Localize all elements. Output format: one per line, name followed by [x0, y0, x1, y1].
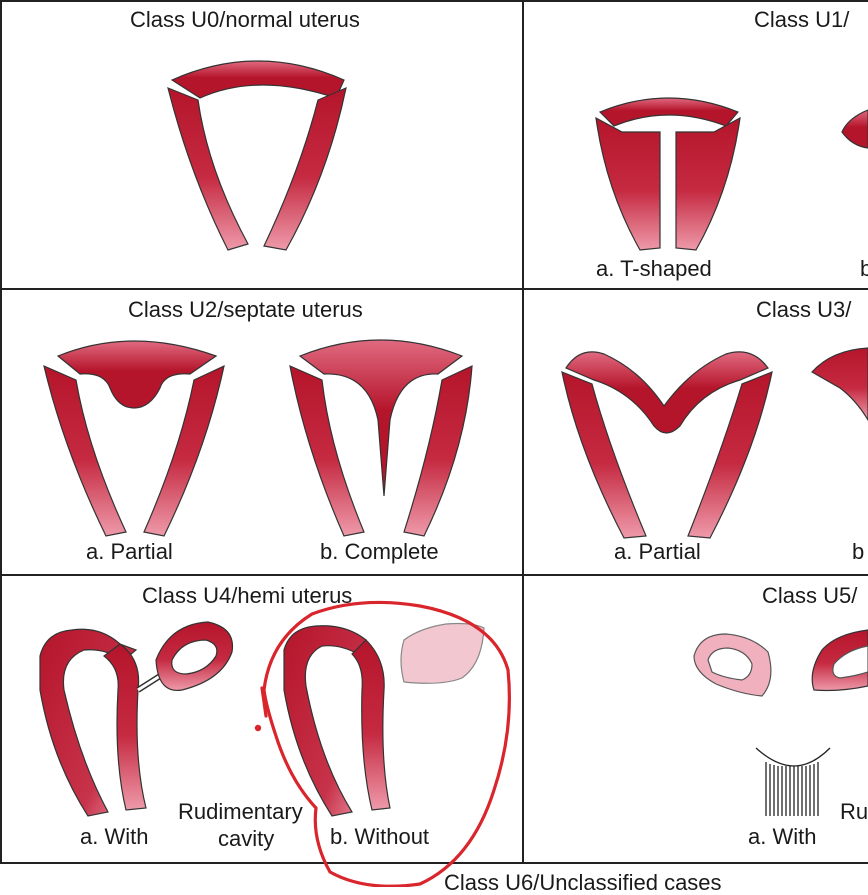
u2-title: Class U2/septate uterus: [128, 297, 363, 322]
u1-title: Class U1/: [754, 7, 850, 32]
u3b-partial-shape: [811, 347, 868, 422]
u2a-partial-septate-shape: [43, 340, 225, 537]
u4-title: Class U4/hemi uterus: [142, 583, 353, 608]
u1a-t-shaped-uterus-shape: [595, 97, 741, 251]
grid-row-divider-2: [0, 574, 868, 576]
u2a-label: a. Partial: [86, 539, 173, 564]
u0-normal-uterus-shape: [167, 60, 347, 251]
u4-cavity-label: cavity: [218, 826, 275, 851]
u1b-partial-shape: [841, 109, 868, 149]
u3-title: Class U3/: [756, 297, 852, 322]
grid-top-border: [0, 0, 868, 2]
u5-ru-label: Ru: [840, 799, 868, 824]
grid-row-divider-1: [0, 288, 868, 290]
u3b-label: b: [852, 539, 865, 564]
u1a-label: a. T-shaped: [596, 256, 712, 281]
u0-title: Class U0/normal uterus: [130, 7, 360, 32]
u5-title: Class U5/: [762, 583, 858, 608]
u5a-cervix-lines: [755, 747, 831, 816]
red-annotation-circle: [254, 600, 511, 887]
u3a-label: a. Partial: [614, 539, 701, 564]
grid-row-divider-3: [0, 862, 868, 864]
grid-vertical-divider: [522, 0, 524, 864]
u4-rudimentary-label: Rudimentary: [178, 799, 303, 824]
u5-rudimentary-shapes: [693, 629, 868, 697]
u6-title: Class U6/Unclassified cases: [444, 870, 722, 895]
grid-left-border: [0, 0, 2, 864]
u2b-complete-septate-shape: [289, 339, 473, 537]
u1b-label: b: [860, 256, 868, 281]
u4b-hemi-without-rudimentary-shape: [283, 622, 485, 817]
u2b-label: b. Complete: [320, 539, 439, 564]
u4a-label: a. With: [80, 824, 149, 849]
u3a-partial-bicorporeal-shape: [561, 351, 773, 539]
u4a-hemi-with-rudimentary-shape: [39, 621, 234, 817]
u5a-label: a. With: [748, 824, 817, 849]
u4b-label: b. Without: [330, 824, 430, 849]
